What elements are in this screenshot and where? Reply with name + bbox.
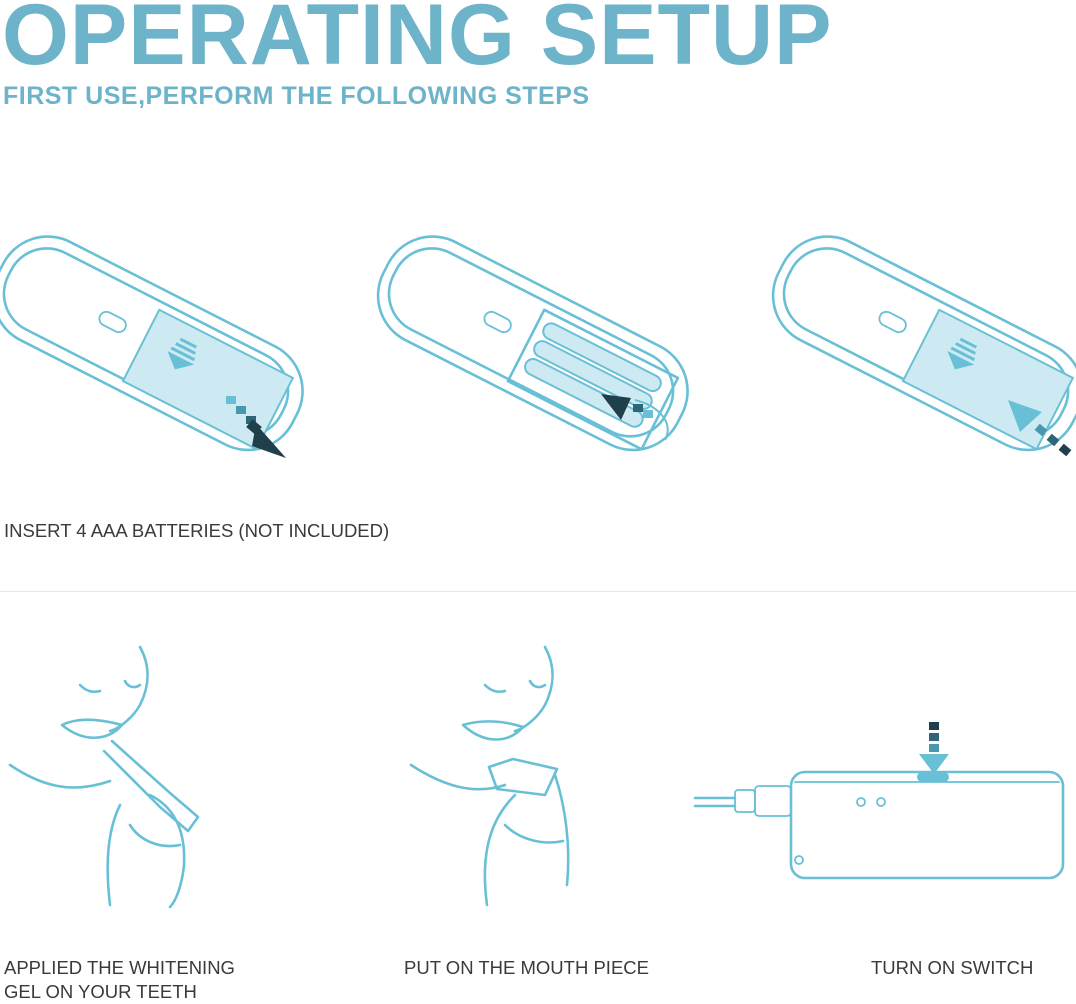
device-cover-close-illustration: [771, 235, 1076, 457]
turn-on-switch-illustration: [693, 722, 1065, 880]
insert-arrow-icon: [601, 394, 669, 441]
slide-arrow-icon: [226, 396, 286, 458]
close-arrow-icon: [1008, 400, 1072, 457]
gel-step-line1: APPLIED THE WHITENING: [4, 957, 235, 978]
battery-step-caption: INSERT 4 AAA BATTERIES (NOT INCLUDED): [4, 520, 390, 541]
gel-step-line2: GEL ON YOUR TEETH: [4, 981, 197, 1002]
mouth-piece-illustration: [409, 645, 570, 907]
apply-gel-illustration: [8, 645, 200, 909]
switch-step-caption: TURN ON SWITCH: [871, 957, 1034, 978]
section-divider: [0, 591, 1076, 592]
press-arrow-icon: [919, 722, 949, 774]
device-cover-open-illustration: [0, 235, 304, 458]
page-title: OPERATING SETUP: [2, 0, 833, 83]
device-batteries-illustration: [376, 235, 689, 452]
mouth-piece-step-caption: PUT ON THE MOUTH PIECE: [404, 957, 649, 978]
page-subtitle: FIRST USE,PERFORM THE FOLLOWING STEPS: [3, 82, 590, 110]
gel-step-caption: APPLIED THE WHITENING GEL ON YOUR TEETH: [4, 956, 235, 1004]
